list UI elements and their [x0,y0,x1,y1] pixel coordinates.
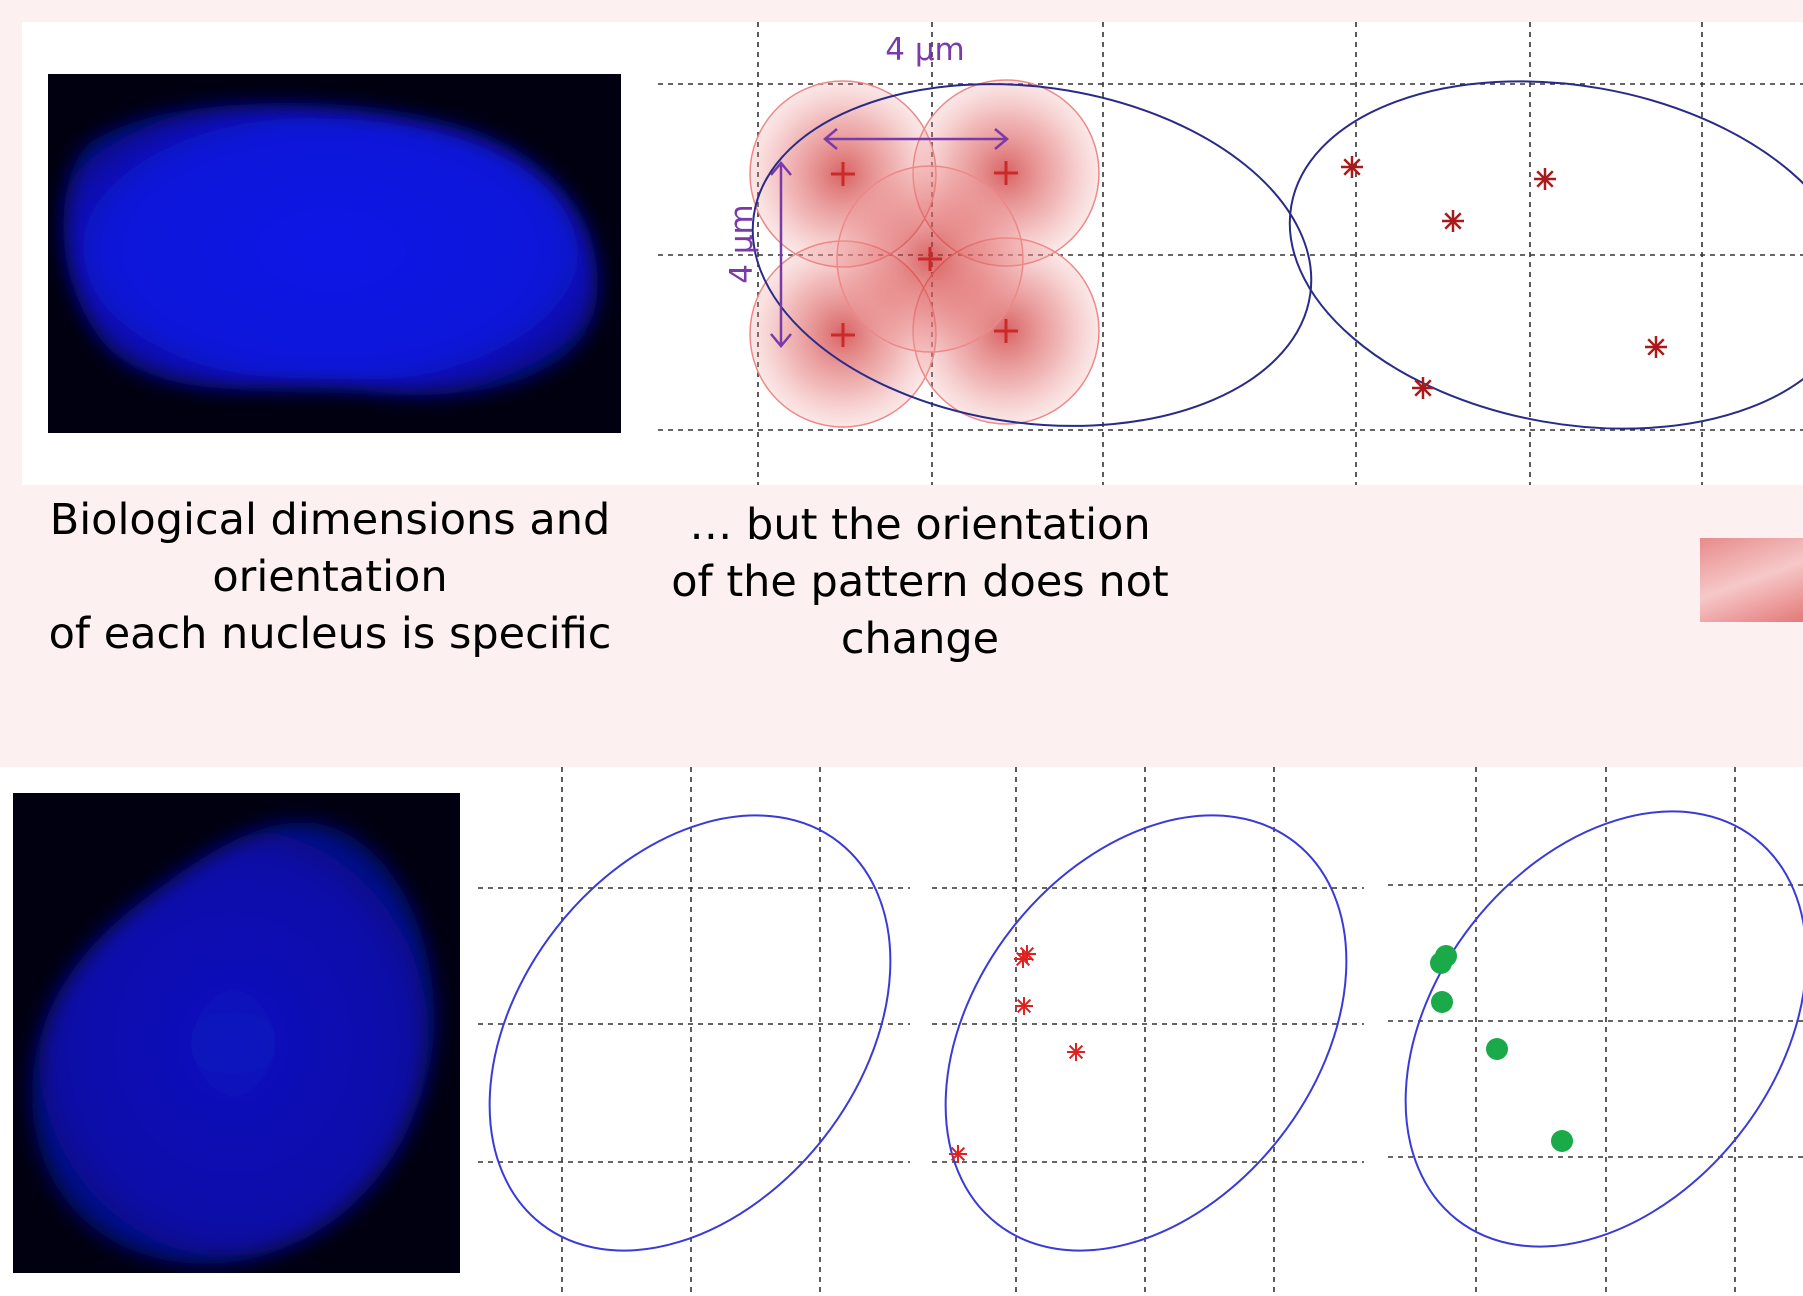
bottom-nucleus-image [13,793,460,1273]
plus-marker-icon [994,319,1018,343]
caption-left-line-1: Biological dimensions and [49,495,611,545]
asterisk-marker-icon [1067,1043,1085,1061]
bottom-plot-empty-grid [478,767,910,1296]
top-nucleus-image [48,74,621,433]
bottom-plot-stars [932,767,1364,1296]
pattern-halos [749,79,1100,428]
top-observed-plot [1240,22,1803,485]
asterisk-marker-icon [949,1145,967,1163]
plus-marker-icon [994,161,1018,185]
green-dot-icon [1486,1038,1508,1060]
caption-middle-line-3: change [840,614,1000,664]
asterisk-marker-icon [1412,377,1434,399]
bottom-nucleus-shape [32,822,435,1264]
asterisk-marker-icon [1341,156,1363,178]
asterisk-marker-icon [1015,997,1033,1015]
caption-middle-line-2: of the pattern does not [671,557,1169,607]
top-pattern-ellipse [751,83,1313,427]
asterisk-marker-icon [1442,210,1464,232]
bottom-spots [1430,945,1573,1152]
bottom-plot-dots-grid [1388,767,1803,1296]
top-nucleus-shape [63,104,598,395]
dimension-horizontal [823,128,1009,150]
plus-marker-icon [831,323,855,347]
bottom-plot-dots [1388,767,1803,1296]
top-observed-markers [1341,156,1667,399]
halo-legend-swatch [1700,538,1803,622]
caption-left: Biological dimensions and orientation of… [30,492,630,663]
bottom-plot-stars-grid [932,767,1364,1296]
caption-middle: … but the orientation of the pattern doe… [640,497,1200,668]
plus-marker-icon [918,247,942,271]
asterisk-marker-icon [1534,168,1556,190]
bottom-plot-stars-ellipse [944,814,1348,1252]
pattern-plus-markers [831,161,1018,347]
green-dot-icon [1431,991,1453,1013]
asterisk-marker-icon [1645,336,1667,358]
caption-left-line-2: orientation [212,552,448,602]
dimension-vertical [770,161,792,348]
plus-marker-icon [831,162,855,186]
bottom-plot-empty-ellipse [488,814,892,1252]
green-dot-icon [1430,952,1452,974]
top-observed-grid [1240,22,1803,485]
dimension-horizontal-label: 4 µm [885,32,965,68]
dimension-vertical-label: 4 µm [724,204,760,284]
bottom-plot-dots-ellipse [1404,810,1803,1248]
caption-left-line-3: of each nucleus is specific [48,609,612,659]
bottom-plot-empty [478,767,910,1296]
caption-middle-line-1: … but the orientation [689,500,1151,550]
top-pattern-plot: 4 µm 4 µm [640,22,1313,485]
top-observed-ellipse [1288,80,1803,430]
green-dot-icon [1551,1130,1573,1152]
asterisk-marker-icon [1014,950,1032,968]
bottom-observed-markers [949,945,1085,1163]
